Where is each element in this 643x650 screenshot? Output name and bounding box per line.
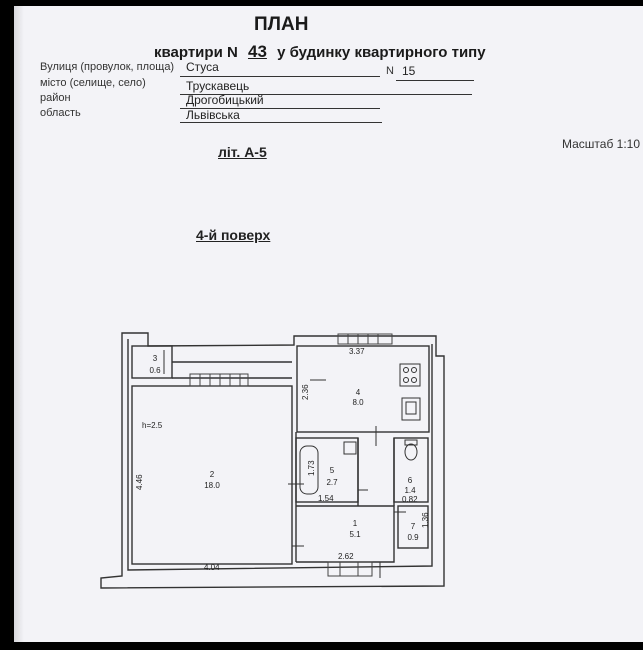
room-7-outline bbox=[397, 505, 429, 549]
dimension-1-54: 1.54 bbox=[318, 494, 334, 503]
district-underline bbox=[180, 108, 380, 109]
toilet-icon bbox=[404, 439, 418, 461]
room-6-number: 6 bbox=[408, 476, 413, 485]
scale-label: Масштаб 1:10 bbox=[562, 137, 641, 151]
dimension-4-46: 4.46 bbox=[135, 474, 144, 490]
street-underline bbox=[180, 76, 380, 77]
region-underline bbox=[180, 122, 382, 123]
room-7-number: 7 bbox=[411, 522, 416, 531]
region-value: Львівська bbox=[186, 108, 240, 122]
partition-walls bbox=[295, 432, 395, 562]
room-4-outline bbox=[296, 345, 430, 433]
room-3-area: 0.6 bbox=[149, 366, 161, 375]
subtitle-n: N bbox=[226, 44, 238, 61]
number-value: 15 bbox=[402, 64, 416, 78]
city-value: Трускавець bbox=[186, 79, 250, 93]
entrance-door bbox=[327, 561, 373, 577]
city-underline bbox=[180, 94, 472, 95]
district-label: район bbox=[40, 92, 71, 104]
document-subtitle: квартири N 43 у будинку квартирного типу bbox=[154, 42, 486, 62]
room-1-number: 1 bbox=[353, 519, 358, 528]
number-underline bbox=[396, 80, 474, 81]
room-5-area: 2.7 bbox=[326, 478, 338, 487]
dimension-2-62: 2.62 bbox=[338, 552, 354, 561]
dimension-1-73: 1.73 bbox=[307, 460, 316, 476]
washbasin-icon bbox=[343, 441, 357, 455]
floor-plan: 3 0.6 2 18.0 4 8.0 5 2.7 6 1.4 1 5.1 7 0… bbox=[100, 332, 445, 589]
room-2-area: 18.0 bbox=[204, 481, 220, 490]
dimension-3-37: 3.37 bbox=[349, 347, 365, 356]
street-value: Стуса bbox=[186, 60, 219, 74]
room-3-number: 3 bbox=[153, 354, 158, 363]
window-room-2 bbox=[189, 373, 249, 387]
room-1-area: 5.1 bbox=[349, 530, 361, 539]
room-4-area: 8.0 bbox=[352, 398, 364, 407]
dimension-4-04: 4.04 bbox=[204, 563, 220, 572]
district-value: Дрогобицький bbox=[186, 93, 264, 107]
subtitle-suffix: у будинку квартирного типу bbox=[277, 44, 486, 61]
region-label: область bbox=[40, 107, 81, 119]
dimension-1-36: 1.36 bbox=[421, 512, 430, 528]
inner-wall-line bbox=[127, 339, 433, 571]
room-7-area: 0.9 bbox=[407, 533, 419, 542]
ceiling-height-note: h=2.5 bbox=[142, 421, 163, 430]
page-fold-shadow bbox=[14, 6, 24, 642]
document-sheet: ПЛАН квартири N 43 у будинку квартирного… bbox=[14, 6, 643, 642]
subtitle-prefix: квартири bbox=[154, 44, 223, 61]
bathtub-icon bbox=[299, 445, 319, 495]
lit-label: літ. А-5 bbox=[218, 144, 267, 160]
document-title: ПЛАН bbox=[254, 14, 309, 35]
dimension-ticks bbox=[163, 350, 406, 578]
kitchen-sink-icon bbox=[401, 397, 421, 421]
street-label: Вулиця (провулок, площа) bbox=[40, 61, 175, 73]
room-5-outline bbox=[295, 437, 359, 503]
corridor-wall bbox=[172, 361, 292, 379]
room-5-number: 5 bbox=[330, 466, 335, 475]
room-4-number: 4 bbox=[356, 388, 361, 397]
dimension-0-82: 0.82 bbox=[402, 495, 418, 504]
apartment-number: 43 bbox=[247, 42, 267, 61]
dimension-2-36: 2.36 bbox=[301, 384, 310, 400]
city-label: місто (селище, село) bbox=[40, 77, 146, 89]
stove-icon bbox=[399, 363, 421, 387]
number-label: N bbox=[386, 65, 394, 77]
room-6-area: 1.4 bbox=[404, 486, 416, 495]
window-room-4 bbox=[337, 333, 393, 345]
floor-label: 4-й поверх bbox=[196, 227, 271, 243]
room-2-number: 2 bbox=[210, 470, 215, 479]
